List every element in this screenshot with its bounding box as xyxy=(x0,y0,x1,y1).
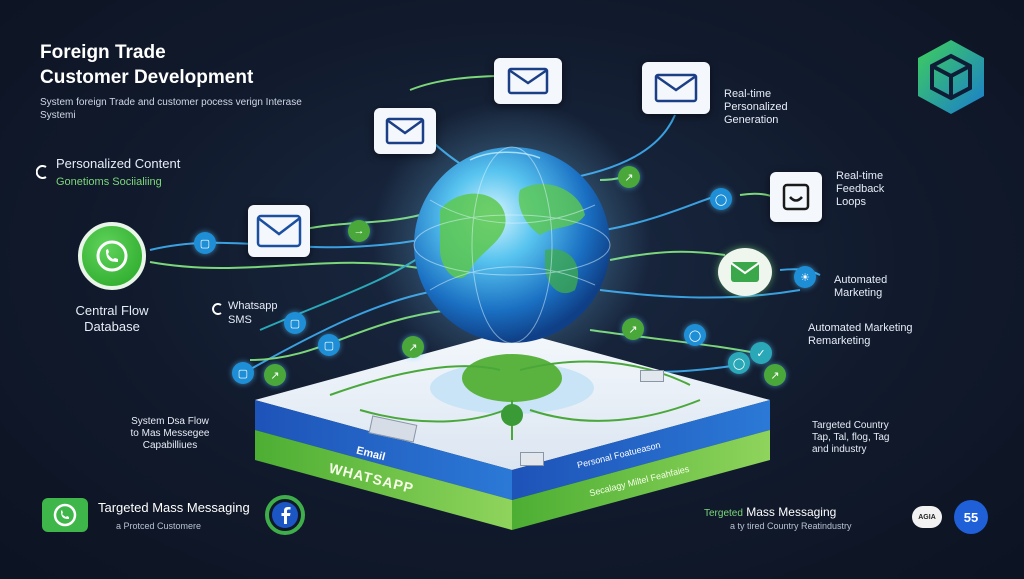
page-subtitle: System foreign Trade and customer pocess… xyxy=(40,97,302,121)
realtime-gen-line-1: Real-time xyxy=(724,88,772,100)
data-flow-line-1: System Dsa Flow xyxy=(131,416,209,427)
email-card[interactable] xyxy=(248,205,310,257)
sms-label: SMS xyxy=(228,314,252,326)
footer-right-title-b: Mass Messaging xyxy=(746,505,837,519)
targeted-line-2: Tap, Tal, flog, Tag xyxy=(812,432,890,443)
realtime-generation-label: Real-time Personalized Generation xyxy=(724,88,788,127)
feedback-line-1: Real-time xyxy=(836,170,884,182)
data-flow-line-3: Capabilliues xyxy=(142,440,198,451)
flow-node[interactable]: ↗ xyxy=(622,318,644,340)
data-flow-label: System Dsa Flow to Mas Messegee Capabill… xyxy=(110,416,230,452)
flow-node[interactable]: ◯ xyxy=(710,188,732,210)
platform xyxy=(255,330,770,530)
title-line-2: Customer Development xyxy=(40,67,254,88)
feedback-line-2: Feedback xyxy=(836,183,885,195)
flow-node[interactable]: ↗ xyxy=(764,364,786,386)
central-flow-database-label: Central Flow Database xyxy=(60,303,164,335)
arrow-icon xyxy=(212,302,224,315)
flow-node[interactable]: ↗ xyxy=(402,336,424,358)
envelope-icon xyxy=(507,67,549,95)
marketing-envelope-icon[interactable] xyxy=(718,248,772,296)
central-flow-line-1: Central Flow xyxy=(75,303,149,318)
footer-left-title: Targeted Mass Messaging xyxy=(98,500,250,515)
email-card[interactable] xyxy=(374,108,436,154)
whatsapp-icon[interactable] xyxy=(78,222,146,290)
footer-right-sub: a ty tired Country Reatindustry xyxy=(730,521,852,531)
arrow-icon xyxy=(35,165,50,179)
targeted-line-3: and industry xyxy=(812,444,867,455)
realtime-gen-line-3: Generation xyxy=(724,114,779,126)
feedback-card[interactable] xyxy=(770,172,822,222)
page-title: Foreign Trade Customer Development xyxy=(40,40,300,90)
remarketing-line-1: Automated Marketing xyxy=(808,322,913,334)
flow-node[interactable]: ▢ xyxy=(318,334,340,356)
personalized-content-title: Personalized Content xyxy=(56,156,181,171)
flow-node[interactable]: ✓ xyxy=(750,342,772,364)
envelope-icon xyxy=(385,117,425,145)
envelope-icon xyxy=(256,214,302,248)
targeted-country-label: Targeted Country Tap, Tal, flog, Tag and… xyxy=(812,420,889,456)
flow-node[interactable]: ↗ xyxy=(264,364,286,386)
cube-logo-icon xyxy=(914,38,988,116)
feedback-loops-label: Real-time Feedback Loops xyxy=(836,170,884,209)
remarketing-label: Automated Marketing Remarketing xyxy=(808,322,913,348)
device-icon xyxy=(520,452,544,466)
data-flow-line-2: to Mas Messegee xyxy=(130,428,210,439)
flow-node[interactable]: ▢ xyxy=(284,312,306,334)
whatsapp-label: Whatsapp xyxy=(228,300,278,312)
footer-left-sub: a Protced Customere xyxy=(116,521,202,531)
realtime-gen-line-2: Personalized xyxy=(724,101,788,113)
automated-marketing-label: Automated Marketing xyxy=(834,274,887,300)
feedback-line-3: Loops xyxy=(836,196,866,208)
email-card[interactable] xyxy=(494,58,562,104)
flow-node[interactable]: ▢ xyxy=(232,362,254,384)
automated-line-2: Marketing xyxy=(834,287,883,299)
central-flow-line-2: Database xyxy=(84,319,140,334)
flow-node[interactable]: ◯ xyxy=(728,352,750,374)
targeted-line-1: Targeted Country xyxy=(812,420,889,431)
title-line-1: Foreign Trade xyxy=(40,42,166,63)
footer-right-title-a: Tergeted xyxy=(704,508,743,519)
small-badge: AGIA xyxy=(912,506,942,528)
flow-node[interactable]: ◯ xyxy=(684,324,706,346)
envelope-icon xyxy=(654,73,698,103)
device-icon xyxy=(640,370,664,382)
flow-node[interactable]: ↗ xyxy=(618,166,640,188)
email-card[interactable] xyxy=(642,62,710,114)
number-badge: 55 xyxy=(954,500,988,534)
lightbulb-icon[interactable]: ☀ xyxy=(794,266,816,288)
facebook-icon[interactable] xyxy=(264,494,306,536)
globe-icon xyxy=(413,146,611,344)
footer-right-title: Tergeted Mass Messaging xyxy=(704,504,836,522)
flow-node[interactable]: ▢ xyxy=(194,232,216,254)
whatsapp-icon[interactable] xyxy=(42,498,88,532)
automated-line-1: Automated xyxy=(834,274,888,286)
personalized-content-sub: Gonetioms Sociialiing xyxy=(56,176,162,188)
remarketing-line-2: Remarketing xyxy=(808,335,871,347)
flow-node[interactable]: → xyxy=(348,220,370,242)
feedback-icon xyxy=(782,183,810,211)
